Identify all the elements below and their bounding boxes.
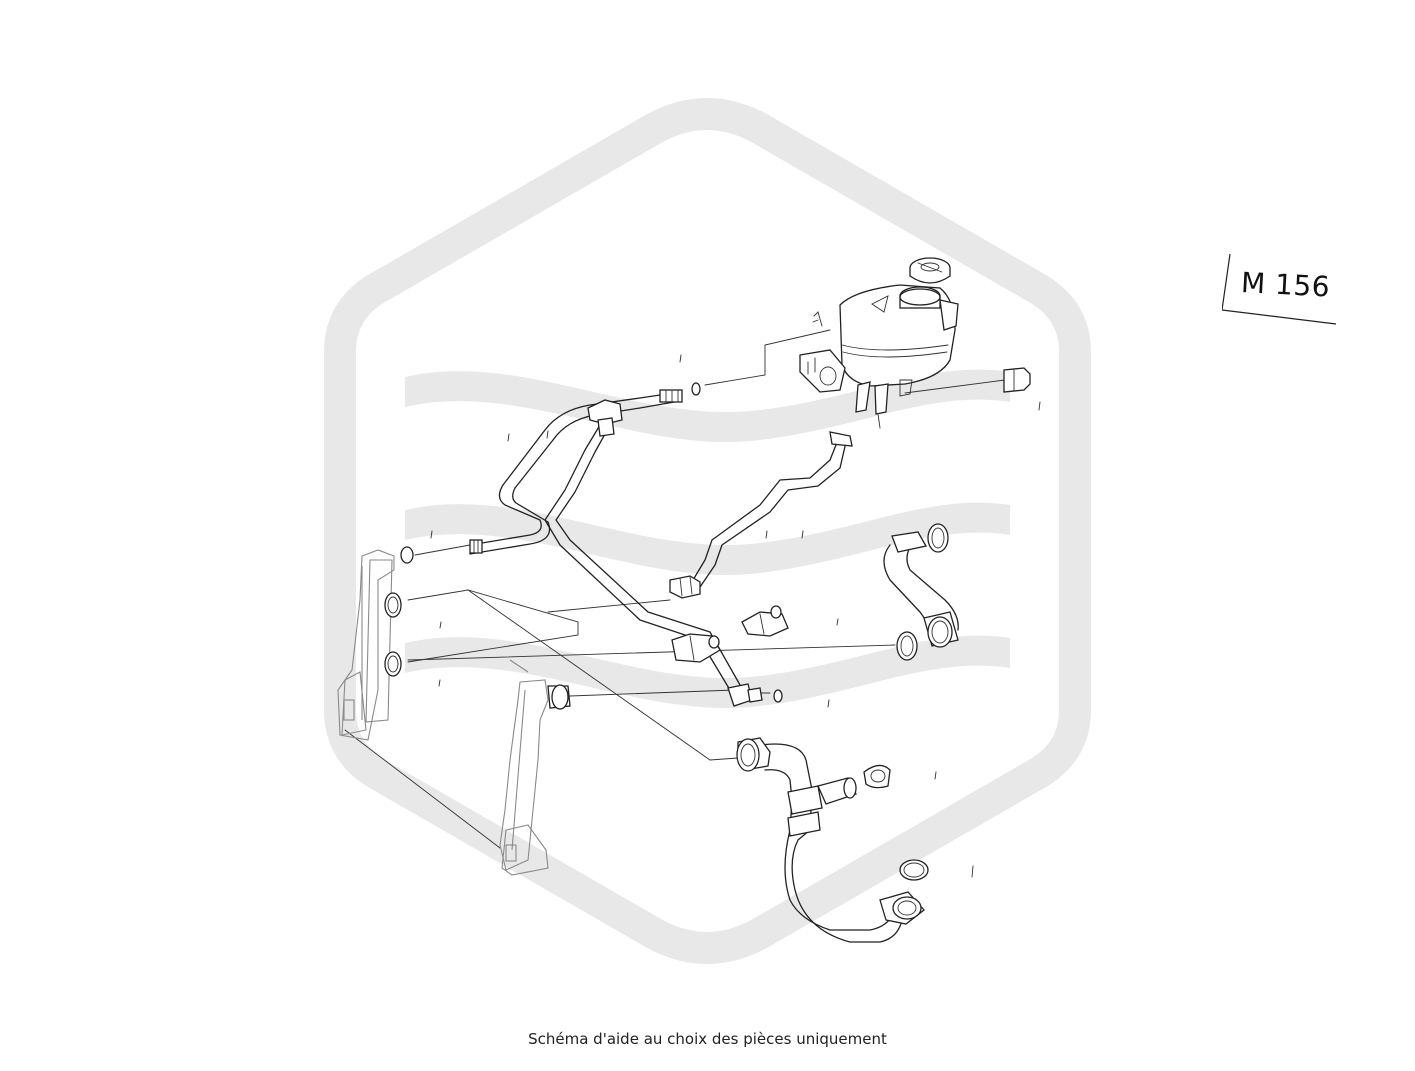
expansion-tank-cap <box>909 257 951 284</box>
sealing-ring <box>384 546 571 710</box>
expansion-tank <box>799 284 959 429</box>
engine-code-text: M 156 <box>1240 266 1331 304</box>
bottom-hose-assembly <box>736 737 929 943</box>
watermark-hexagon <box>324 98 1091 964</box>
engine-code-label: M 156 <box>1222 252 1338 326</box>
level-sensor <box>1003 367 1031 393</box>
lower-coolant-hose <box>883 523 959 661</box>
leader-lines <box>344 329 1006 849</box>
hose-clamp <box>430 354 1041 878</box>
watermark-wave-top <box>405 369 1010 443</box>
diagram-caption: Schéma d'aide au choix des pièces unique… <box>528 1030 887 1048</box>
connector-fitting <box>671 605 789 663</box>
radiator <box>337 549 549 876</box>
upper-coolant-hose <box>469 382 701 555</box>
watermark-wave-bottom <box>405 635 1010 709</box>
radiator-inlet-hose <box>669 431 853 599</box>
bleed-hose <box>544 399 783 707</box>
engine-label-bracket <box>1222 253 1337 325</box>
